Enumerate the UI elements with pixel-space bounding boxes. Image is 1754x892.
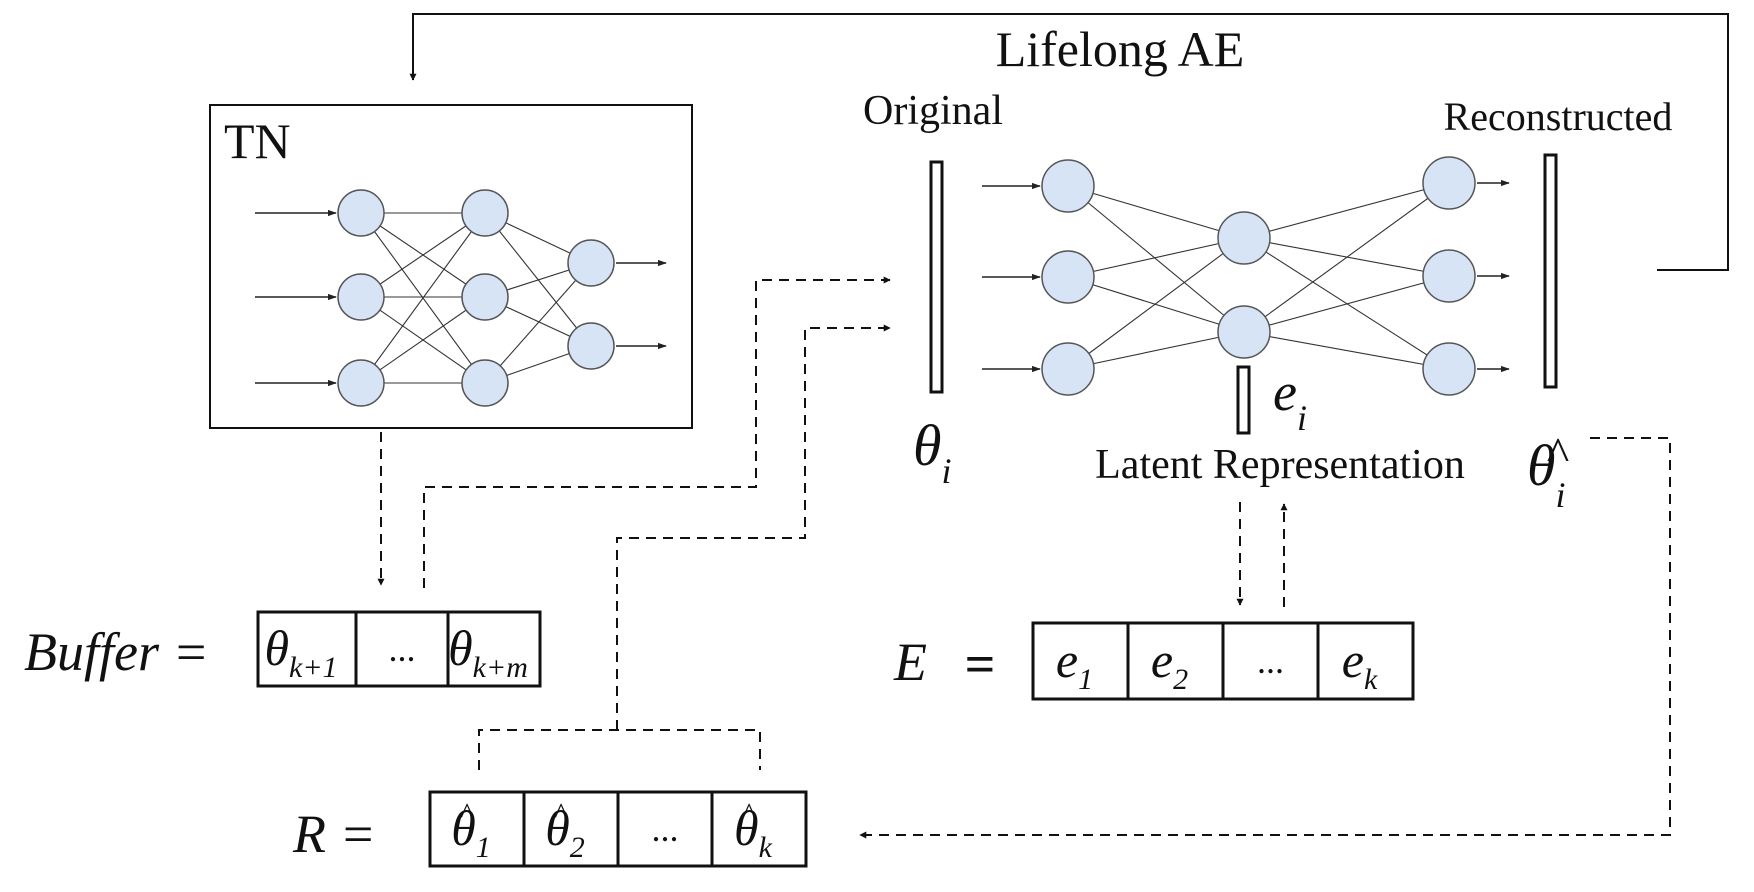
ae-edge <box>1067 331 1245 370</box>
embeddings-cell: ... <box>1221 621 1320 701</box>
reconstructions-cell-text: ... <box>652 809 679 849</box>
tn-node <box>337 359 385 407</box>
embeddings: E = e1 e2... ek <box>893 621 1415 701</box>
reconstructions-cell: θ1^ <box>428 790 526 868</box>
embeddings-cell: ek <box>1316 621 1415 701</box>
reconstructions-cell-box <box>428 790 526 868</box>
task-network-label: TN <box>224 113 291 169</box>
task-network: TN <box>209 104 693 429</box>
embeddings-cell-symbol: ek <box>1342 632 1378 696</box>
embeddings-cell-symbol: e2 <box>1151 632 1188 696</box>
embeddings-cell-text: ... <box>1257 641 1284 681</box>
tn-edge <box>360 212 486 384</box>
tn-node <box>567 322 615 370</box>
ae-node <box>1422 342 1476 396</box>
latent-symbol: ei <box>1273 362 1307 438</box>
r-merge-to-ae-arrow <box>616 324 891 730</box>
ae-node <box>1041 159 1095 213</box>
reconstructions-cell-symbol: θk <box>734 800 773 864</box>
tn-node <box>461 359 509 407</box>
reconstructions-cell-hat: ^ <box>554 797 568 830</box>
buffer-cell-box <box>354 610 450 688</box>
buffer-cells: θk+1... θk+m <box>256 610 542 688</box>
diagram-title: Lifelong AE <box>996 21 1245 77</box>
tn-node <box>567 239 615 287</box>
original-label: Original <box>863 88 1003 134</box>
ae-edge <box>1067 237 1245 370</box>
reconstructions-cell-symbol: θ2 <box>545 800 585 864</box>
output-hat-mark: ^ <box>1547 428 1570 481</box>
dashed-flows <box>377 276 1671 839</box>
input-vector-bar <box>929 160 944 394</box>
reconstructions-cell-hat: ^ <box>742 797 756 830</box>
buffer-cell: θk+1 <box>256 610 358 688</box>
tn-edge <box>360 212 486 298</box>
embeddings-cell-box <box>1316 621 1415 701</box>
input-theta-symbol: θi <box>913 413 952 491</box>
buffer-cell-symbol: θk+1 <box>264 620 337 684</box>
reconstructions-cell: θ2^ <box>522 790 620 868</box>
reconstructed-label: Reconstructed <box>1444 94 1673 139</box>
ae-edge <box>1243 182 1450 239</box>
buffer-cell: ... <box>354 610 450 688</box>
ae-node <box>1422 156 1476 210</box>
output-vector-bar <box>1543 153 1558 389</box>
ae-node <box>1041 342 1095 396</box>
ae-edge <box>1243 275 1450 333</box>
ae-edge <box>1243 331 1450 370</box>
tn-edge <box>484 262 592 384</box>
buffer: Buffer = θk+1... θk+m <box>24 610 542 688</box>
tn-node <box>461 189 509 237</box>
ae-edge <box>1067 185 1245 333</box>
ae-node <box>1422 249 1476 303</box>
ae-node <box>1041 250 1095 304</box>
reconstructions-cell-hat: ^ <box>460 797 474 830</box>
reconstruction-to-r-arrow <box>859 437 1671 839</box>
ae-edge <box>1067 237 1245 278</box>
embeddings-label: E <box>893 632 927 692</box>
output-theta-symbol: θi <box>1527 433 1566 515</box>
tn-node <box>461 273 509 321</box>
reconstructions-cell: θk^ <box>710 790 808 868</box>
latent-vector-bar <box>1236 365 1251 435</box>
buffer-cell: θk+m <box>446 610 542 688</box>
embeddings-cell: e2 <box>1126 621 1225 701</box>
latent-representation-caption: Latent Representation <box>1095 442 1465 488</box>
embeddings-cell: e1 <box>1031 621 1130 701</box>
buffer-cell-box <box>256 610 358 688</box>
buffer-label: Buffer = <box>24 622 209 682</box>
r-to-ae-arrow <box>478 729 761 770</box>
tn-edge <box>360 296 486 384</box>
autoencoder: Original Reconstructed θi ei Latent Repr… <box>863 88 1672 515</box>
embeddings-cell-box <box>1221 621 1320 701</box>
reconstructions-cell-box <box>522 790 620 868</box>
ae-edge <box>1067 276 1245 333</box>
ae-node <box>1217 211 1271 265</box>
buffer-to-ae-arrow <box>423 276 891 588</box>
feedback-loop-arrow <box>409 13 1729 271</box>
reconstructions-cells: θ1^θ2^...θk^ <box>428 790 808 868</box>
task-network-graph <box>255 189 667 407</box>
buffer-cell-box <box>446 610 542 688</box>
reconstructions-cell: ... <box>616 790 714 868</box>
embeddings-cell-symbol: e1 <box>1056 632 1093 696</box>
tn-node <box>337 273 385 321</box>
reconstructions-cell-symbol: θ1 <box>451 800 491 864</box>
ae-edge <box>1067 185 1245 239</box>
buffer-cell-text: ... <box>389 629 416 669</box>
ae-node <box>1217 305 1271 359</box>
reconstructions-label: R = <box>292 804 376 864</box>
tn-node <box>337 189 385 237</box>
ae-edge <box>1243 182 1450 333</box>
autoencoder-graph <box>982 156 1510 396</box>
buffer-cell-symbol: θk+m <box>448 620 528 684</box>
embeddings-cell-box <box>1031 621 1130 701</box>
embeddings-equals: = <box>965 634 996 694</box>
reconstructions-cell-box <box>710 790 808 868</box>
embeddings-cells: e1 e2... ek <box>1031 621 1415 701</box>
reconstructions: R = θ1^θ2^...θk^ <box>292 790 808 868</box>
